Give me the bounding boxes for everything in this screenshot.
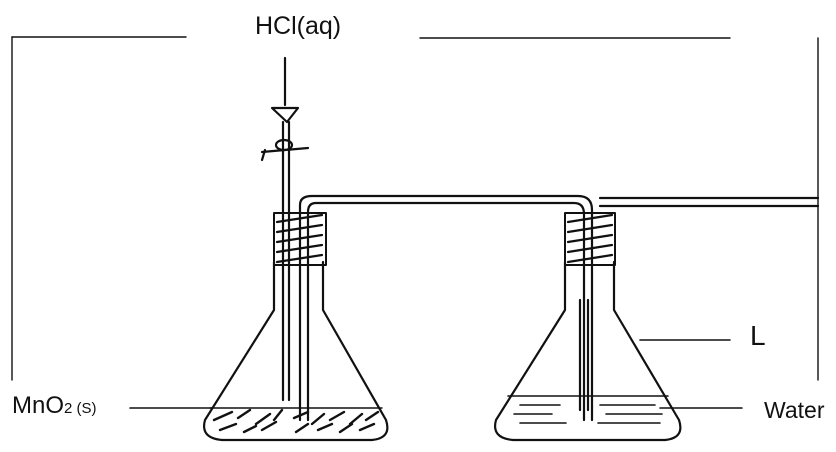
water-level — [507, 395, 669, 424]
right-conical-flask — [494, 212, 682, 442]
label-pointers — [129, 339, 743, 409]
delivery-tube — [298, 194, 820, 422]
solid-granules — [209, 407, 383, 434]
mno2-label: MnO2 (S) — [12, 392, 97, 420]
flask-l-label: L — [750, 320, 766, 351]
frame-lines — [11, 36, 819, 381]
mno2-subscript: 2 (S) — [64, 400, 97, 417]
hcl-label: HCl(aq) — [255, 12, 342, 40]
mno2-main: MnO — [12, 392, 65, 419]
water-label: Water — [764, 397, 825, 423]
left-conical-flask — [203, 212, 389, 442]
dropping-funnel — [260, 56, 310, 402]
